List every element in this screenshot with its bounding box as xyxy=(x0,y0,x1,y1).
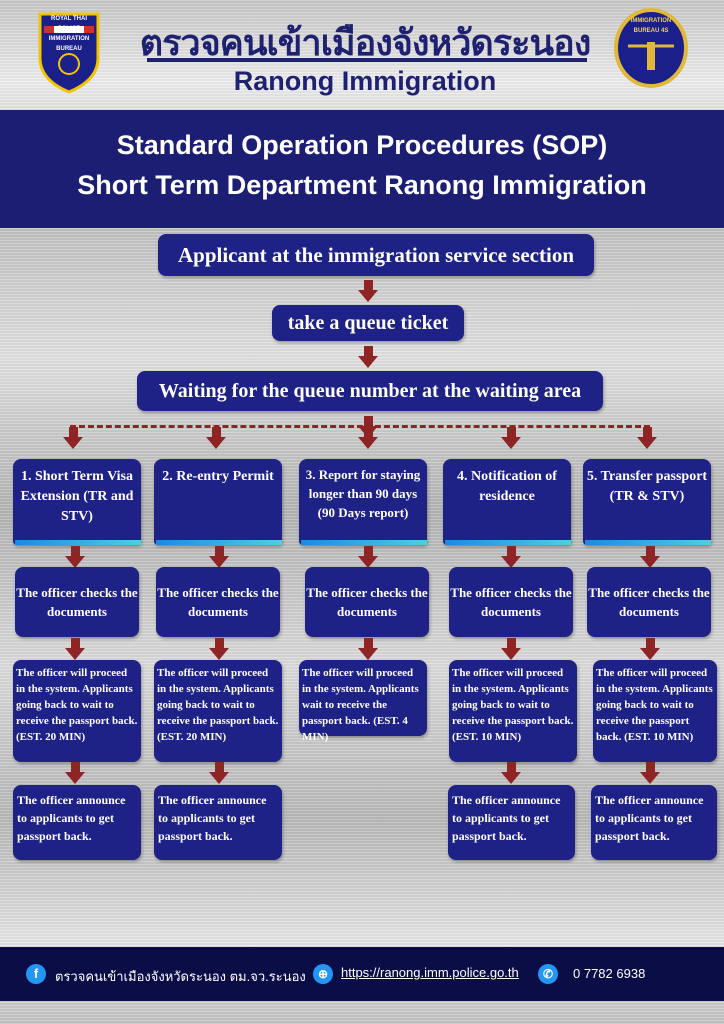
arrow-down-icon xyxy=(501,762,521,784)
arrow-down-icon xyxy=(501,638,521,660)
announce-box: The officer announce to applicants to ge… xyxy=(13,785,141,860)
arrow-down-icon xyxy=(640,638,660,660)
arrow-down-icon xyxy=(640,762,660,784)
checks-documents-box: The officer checks the documents xyxy=(449,567,573,637)
system-processing-box: The officer will proceed in the system. … xyxy=(299,660,427,743)
right-logo-text: IMMIGRATION BUREAU 4S xyxy=(630,18,672,34)
arrow-down-icon xyxy=(637,427,657,449)
step-queue-ticket: take a queue ticket xyxy=(272,305,464,341)
arrow-down-icon xyxy=(206,427,226,449)
banner-line-2: Short Term Department Ranong Immigration xyxy=(77,170,647,200)
contact-footer: f ตรวจคนเข้าเมืองจังหวัดระนอง ตม.จว.ระนอ… xyxy=(0,947,724,1001)
checks-documents-box: The officer checks the documents xyxy=(587,567,711,637)
procedure-title: 2. Re-entry Permit xyxy=(154,459,282,545)
system-processing-box: The officer will proceed in the system. … xyxy=(154,660,282,762)
title-divider xyxy=(147,58,587,62)
checks-documents-box: The officer checks the documents xyxy=(156,567,280,637)
website-link[interactable]: https://ranong.imm.police.go.th xyxy=(341,965,519,980)
immigration-bureau-logo xyxy=(614,8,688,88)
arrow-down-icon xyxy=(209,638,229,660)
arrow-down-icon xyxy=(501,427,521,449)
procedure-column-1: 1. Short Term Visa Extension (TR and STV… xyxy=(13,0,143,1024)
banner-line-1: Standard Operation Procedures (SOP) xyxy=(116,130,608,160)
royal-thai-police-logo xyxy=(38,12,100,94)
arrow-down-icon xyxy=(209,762,229,784)
title-banner: Standard Operation Procedures (SOP) Shor… xyxy=(0,110,724,228)
announce-box: The officer announce to applicants to ge… xyxy=(591,785,717,860)
arrow-down-icon xyxy=(358,280,378,302)
branch-connector-line xyxy=(70,425,650,428)
procedure-column-4: 4. Notification of residence The officer… xyxy=(443,0,577,1024)
system-processing-box: The officer will proceed in the system. … xyxy=(593,660,717,762)
system-processing-box: The officer will proceed in the system. … xyxy=(449,660,577,762)
announce-box: The officer announce to applicants to ge… xyxy=(448,785,575,860)
phone-icon: ✆ xyxy=(538,964,558,984)
announce-box: The officer announce to applicants to ge… xyxy=(154,785,282,860)
arrow-down-icon xyxy=(358,427,378,449)
arrow-down-icon xyxy=(358,346,378,368)
checks-documents-box: The officer checks the documents xyxy=(15,567,139,637)
thai-title: ตรวจคนเข้าเมืองจังหวัดระนอง xyxy=(139,22,592,63)
procedure-column-3: 3. Report for staying longer than 90 day… xyxy=(299,0,429,1024)
checks-documents-box: The officer checks the documents xyxy=(305,567,429,637)
arrow-down-icon xyxy=(65,546,85,568)
procedure-title: 5. Transfer passport (TR & STV) xyxy=(583,459,711,545)
phone-number: 0 7782 6938 xyxy=(573,966,646,981)
step-applicant-at-service: Applicant at the immigration service sec… xyxy=(158,234,594,276)
procedure-title: 4. Notification of residence xyxy=(443,459,571,545)
step-waiting-area: Waiting for the queue number at the wait… xyxy=(137,371,603,411)
procedure-column-2: 2. Re-entry Permit The officer checks th… xyxy=(154,0,284,1024)
english-title: Ranong Immigration xyxy=(233,66,497,96)
left-logo-text: ROYAL THAI POLICE IMMIGRATION BUREAU xyxy=(48,16,90,52)
arrow-down-icon xyxy=(65,638,85,660)
arrow-down-icon xyxy=(501,546,521,568)
arrow-down-icon xyxy=(640,546,660,568)
system-processing-box: The officer will proceed in the system. … xyxy=(13,660,141,762)
procedure-column-5: 5. Transfer passport (TR & STV) The offi… xyxy=(583,0,717,1024)
facebook-page-link[interactable]: ตรวจคนเข้าเมืองจังหวัดระนอง ตม.จว.ระนอง xyxy=(55,969,306,984)
arrow-down-icon xyxy=(358,638,378,660)
arrow-down-icon xyxy=(65,762,85,784)
arrow-down-icon xyxy=(209,546,229,568)
procedure-title: 1. Short Term Visa Extension (TR and STV… xyxy=(13,459,141,545)
facebook-icon: f xyxy=(26,964,46,984)
arrow-down-icon xyxy=(358,546,378,568)
arrow-down-icon xyxy=(63,427,83,449)
globe-icon: ⊕ xyxy=(313,964,333,984)
procedure-title: 3. Report for staying longer than 90 day… xyxy=(299,459,427,545)
